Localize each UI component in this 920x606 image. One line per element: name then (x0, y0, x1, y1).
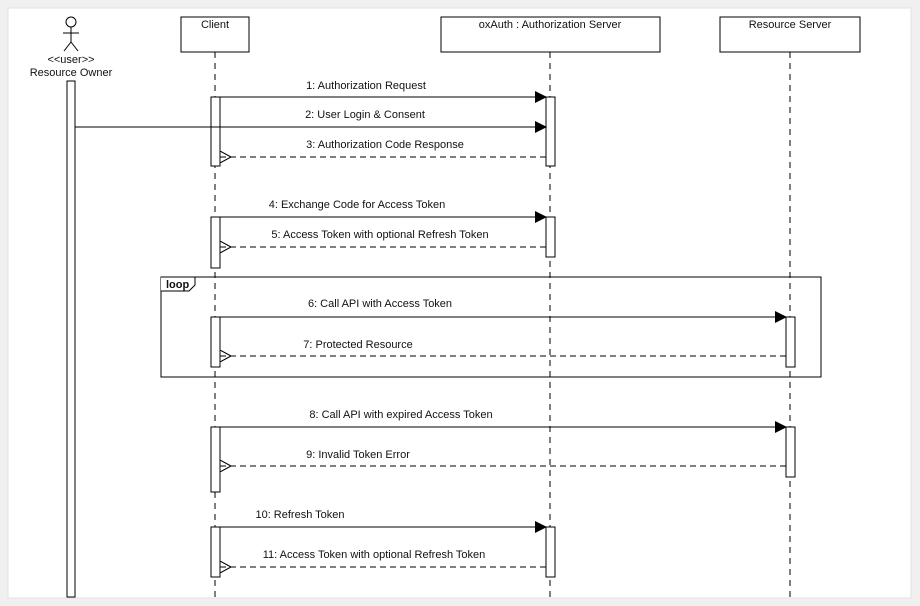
participant-client-label: Client (201, 19, 229, 31)
auth-activation (545, 526, 556, 578)
message-label: 9: Invalid Token Error (306, 449, 410, 461)
client-activation (210, 316, 221, 368)
auth-activations (545, 96, 556, 578)
diagram-page (7, 7, 912, 599)
message-label: 11: Access Token with optional Refresh T… (263, 549, 486, 561)
message-11[interactable]: 11: Access Token with optional Refresh T… (220, 549, 546, 567)
message-label: 4: Exchange Code for Access Token (269, 199, 446, 211)
message-label: 1: Authorization Request (306, 80, 426, 92)
auth-activation (545, 96, 556, 167)
participant-authorization-server[interactable]: oxAuth : Authorization Server (440, 16, 661, 53)
resource-activation (785, 426, 796, 478)
loop-fragment: loop (160, 276, 822, 378)
message-label: 8: Call API with expired Access Token (309, 409, 492, 421)
stick-figure-icon (63, 16, 79, 52)
participant-auth-box (440, 16, 661, 53)
client-activation (210, 96, 221, 167)
client-activation (210, 526, 221, 578)
participant-resource-server[interactable]: Resource Server (719, 16, 861, 53)
message-1[interactable]: 1: Authorization Request (220, 80, 547, 103)
message-10[interactable]: 10: Refresh Token (220, 509, 547, 533)
message-label: 10: Refresh Token (255, 509, 344, 521)
message-label: 6: Call API with Access Token (308, 298, 452, 310)
participant-auth-label: oxAuth : Authorization Server (479, 19, 622, 31)
resource-activations (785, 316, 796, 478)
message-3[interactable]: 3: Authorization Code Response (220, 139, 546, 157)
loop-tag (161, 276, 196, 292)
client-activation (210, 216, 221, 269)
message-label: 3: Authorization Code Response (306, 139, 464, 151)
message-label: 7: Protected Resource (303, 339, 412, 351)
message-2[interactable]: 2: User Login & Consent (75, 109, 547, 133)
participant-client[interactable]: Client (180, 16, 250, 53)
message-label: 2: User Login & Consent (305, 109, 425, 121)
resource-activation (785, 316, 796, 368)
resource-owner-activation (66, 80, 76, 598)
message-7[interactable]: 7: Protected Resource (220, 339, 786, 356)
message-4[interactable]: 4: Exchange Code for Access Token (220, 199, 547, 223)
participant-resource-box (719, 16, 861, 53)
message-9[interactable]: 9: Invalid Token Error (220, 449, 786, 466)
actor-stereotype: <<user>> (47, 54, 94, 66)
loop-label: loop (166, 279, 189, 291)
client-activation (210, 426, 221, 493)
actor-resource-owner[interactable]: <<user>> Resource Owner (30, 16, 113, 79)
message-label: 5: Access Token with optional Refresh To… (271, 229, 488, 241)
message-6[interactable]: 6: Call API with Access Token (220, 298, 787, 323)
participant-resource-label: Resource Server (749, 19, 832, 31)
loop-frame (160, 276, 822, 378)
auth-activation (545, 216, 556, 258)
message-5[interactable]: 5: Access Token with optional Refresh To… (220, 229, 546, 247)
actor-name: Resource Owner (30, 67, 113, 79)
message-8[interactable]: 8: Call API with expired Access Token (220, 409, 787, 433)
